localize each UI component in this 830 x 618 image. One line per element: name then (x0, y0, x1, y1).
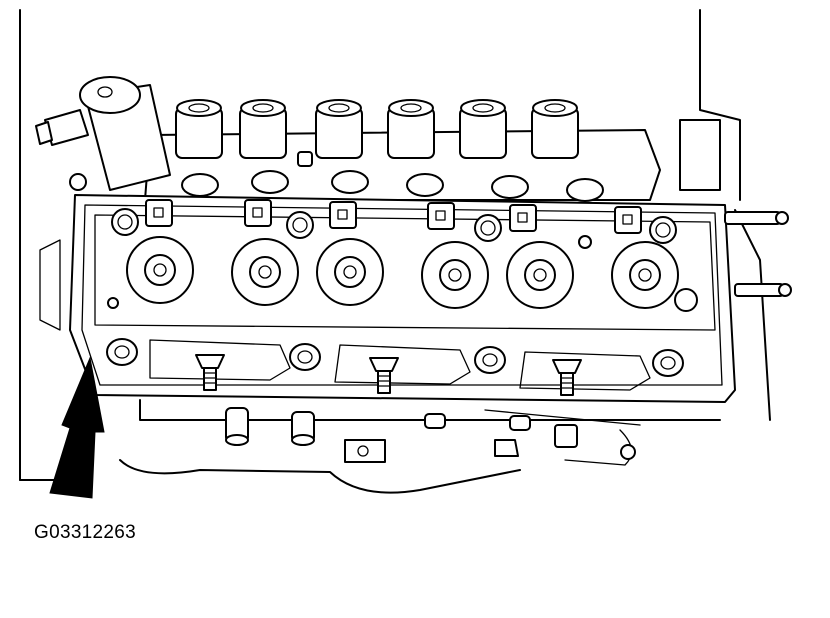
lower-bosses (139, 399, 721, 463)
spark-plug-1 (195, 354, 225, 391)
port-rings (181, 170, 604, 202)
chamber-3 (316, 238, 384, 306)
lower-bolt-holes (106, 338, 684, 377)
engine-block-outline (19, 9, 771, 494)
filler-cap (35, 76, 171, 191)
runner-2 (239, 99, 287, 159)
cylinder-head (69, 194, 736, 403)
figure-id-label: G03312263 (34, 522, 137, 543)
runner-5 (459, 99, 507, 159)
runner-4 (387, 99, 435, 159)
chamber-2 (231, 238, 299, 306)
chamber-5 (506, 241, 574, 309)
chamber-1 (126, 236, 194, 304)
intake-runners (144, 99, 661, 202)
combustion-chambers (126, 236, 679, 309)
bolt-tabs (145, 199, 642, 234)
up-arrow-icon (49, 356, 105, 499)
chamber-6 (611, 241, 679, 309)
top-holes (107, 208, 698, 312)
spark-plugs (195, 354, 582, 396)
runner-6 (531, 99, 579, 159)
right-studs (724, 211, 792, 297)
spark-plug-2 (369, 357, 399, 394)
runner-3 (315, 99, 363, 159)
spark-plug-3 (552, 359, 582, 396)
runner-1 (175, 99, 223, 159)
chamber-4 (421, 241, 489, 309)
